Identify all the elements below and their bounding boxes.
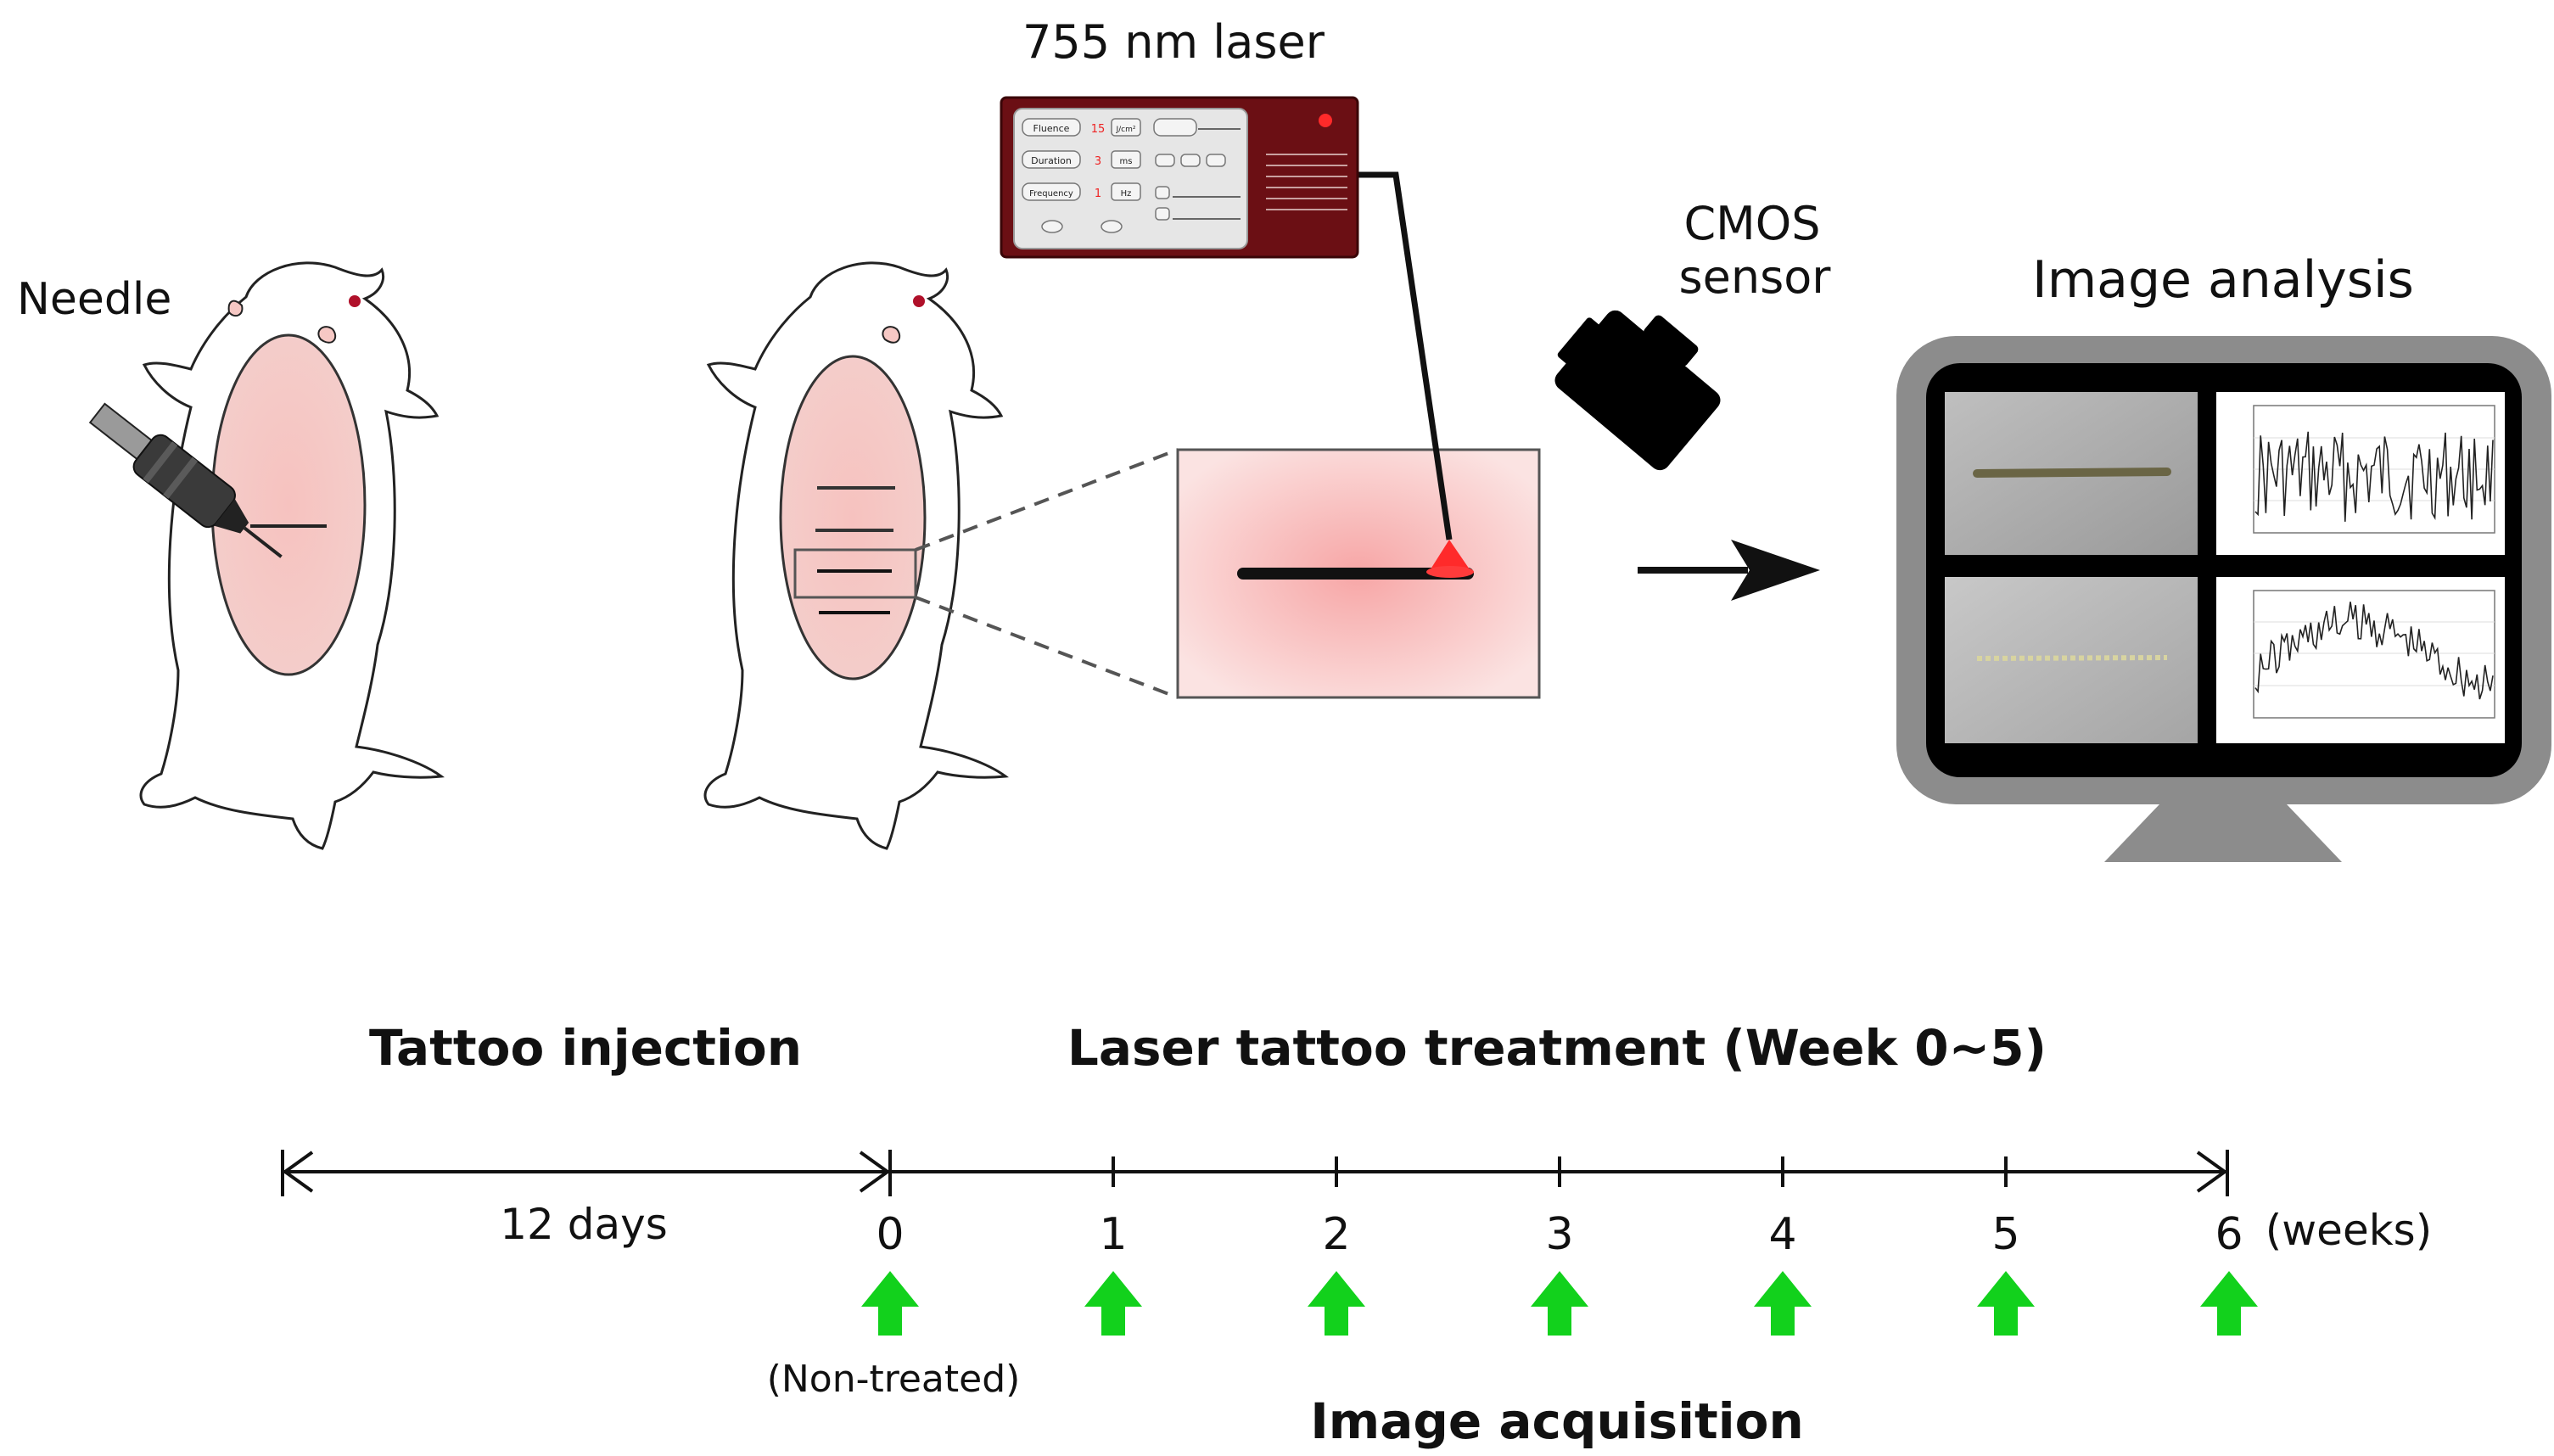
acquisition-arrow-icon (1754, 1271, 1812, 1336)
zoom-region-box (793, 548, 917, 599)
interval-label: 12 days (500, 1200, 668, 1249)
week-tick-label: 6 (2215, 1209, 2243, 1260)
acquisition-arrow-icon (2200, 1271, 2258, 1336)
acquisition-arrow-icon (1308, 1271, 1365, 1336)
svg-text:1: 1 (1095, 188, 1101, 200)
week-ticks: 0 1 2 3 4 5 6 (861, 1156, 2258, 1336)
image-analysis-label: Image analysis (2032, 250, 2414, 310)
mouse-paw (317, 326, 337, 344)
zoom-connector-bottom (915, 596, 1179, 699)
weeks-unit-label: (weeks) (2266, 1206, 2432, 1255)
needle-label: Needle (17, 274, 171, 325)
phase-treatment-label: Laser tattoo treatment (Week 0~5) (1067, 1019, 2047, 1077)
laser-field-frequency: Frequency 1 Hz (1022, 182, 1141, 201)
laser-spot-base (1426, 566, 1474, 578)
week-tick-label: 0 (876, 1209, 904, 1260)
svg-text:Fluence: Fluence (1033, 123, 1070, 134)
week-tick-label: 4 (1768, 1209, 1796, 1260)
laser-indicator-light (1319, 114, 1332, 127)
laser-spot (1429, 540, 1471, 572)
svg-text:15: 15 (1091, 123, 1106, 136)
cmos-label-line2: sensor (1679, 250, 1832, 304)
svg-text:J/cm²: J/cm² (1115, 126, 1135, 134)
laser-control-panel (1013, 108, 1248, 249)
cmos-label-line1: CMOS (1683, 197, 1820, 250)
zoom-connector-top (915, 448, 1179, 552)
timeline-axis (281, 1150, 2229, 1196)
acquisition-arrow-icon (1531, 1271, 1588, 1336)
acquisition-arrow-icon (1977, 1271, 2035, 1336)
mouse-eye (349, 295, 361, 307)
week-tick-label: 5 (1991, 1209, 2019, 1260)
phase-injection-label: Tattoo injection (369, 1019, 802, 1077)
laser-field-duration: Duration 3 ms (1022, 150, 1141, 169)
camera-icon (1554, 310, 1721, 471)
mouse-treatment (703, 261, 1009, 850)
mouse-ear (227, 300, 244, 317)
flow-arrow-icon (1638, 540, 1820, 601)
monitor-icon (1896, 336, 2551, 862)
svg-text:ms: ms (1120, 157, 1133, 166)
laser-field-fluence: Fluence 15 J/cm² (1022, 118, 1141, 137)
non-treated-label: (Non-treated) (767, 1358, 1021, 1401)
image-acquisition-label: Image acquisition (1310, 1392, 1804, 1450)
acquisition-arrow-icon (1084, 1271, 1142, 1336)
acquisition-arrow-icon (861, 1271, 919, 1336)
week-tick-label: 2 (1322, 1209, 1350, 1260)
svg-text:Duration: Duration (1031, 155, 1072, 166)
week-tick-label: 3 (1545, 1209, 1573, 1260)
monitor-stand (2104, 804, 2342, 862)
laser-fiber (1358, 171, 1453, 540)
intensity-plot-after (2216, 577, 2505, 743)
mouse-injection (88, 261, 445, 850)
laser-device: Fluence 15 J/cm² Duration 3 ms Frequency… (1000, 96, 1359, 259)
svg-text:3: 3 (1095, 155, 1101, 168)
needle-icon (88, 402, 283, 558)
week-tick-label: 1 (1099, 1209, 1127, 1260)
laser-label: 755 nm laser (1022, 15, 1325, 69)
svg-text:Hz: Hz (1121, 189, 1132, 199)
svg-text:Frequency: Frequency (1029, 189, 1073, 199)
